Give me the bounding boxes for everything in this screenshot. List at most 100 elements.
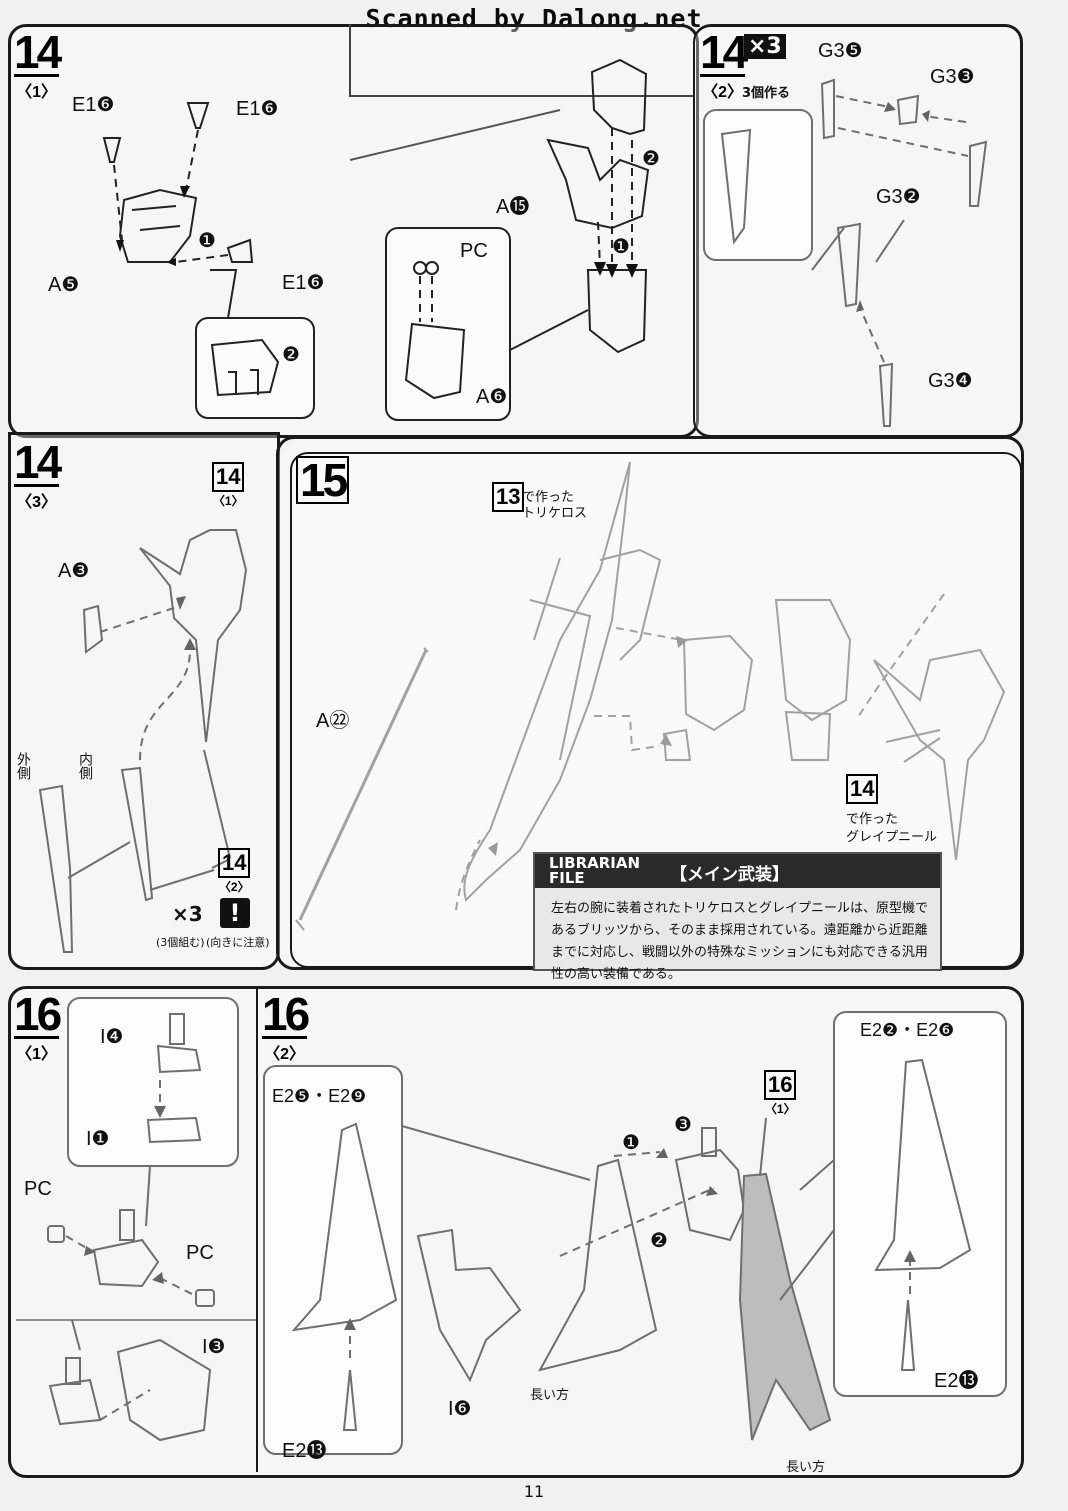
label-a5: A❺	[48, 274, 80, 296]
ref-sub: 〈2〉	[218, 880, 250, 894]
label-pcd: PC	[460, 240, 488, 262]
label-step-2-badge: ❷	[282, 344, 300, 366]
librarian-file-section: 【メイン武装】	[670, 865, 789, 885]
part-pcf-2	[195, 1289, 215, 1307]
panel-step-16	[8, 986, 1024, 1478]
part-i6	[416, 1228, 522, 1383]
step-sub: 〈1〉	[14, 1036, 60, 1064]
panel-step-14-3	[8, 432, 280, 970]
ref-step-13: 13	[492, 482, 525, 512]
label-e1-6-b: E1❻	[236, 98, 279, 120]
caption-orientation: (向きに注意)	[206, 936, 270, 949]
label-pcf-2: PC	[186, 1242, 214, 1264]
label-g3-2: G3❷	[876, 186, 921, 208]
part-a15-body	[546, 138, 650, 230]
label-a6: A❻	[476, 386, 508, 408]
caption-3-assemble: (3個組む)	[156, 936, 205, 949]
ref-step-14-2: 14 〈2〉	[218, 848, 251, 895]
step-15-header: 15	[296, 454, 350, 506]
times-3-caption: 3個作る	[742, 86, 791, 101]
part-forearm-right	[774, 599, 852, 722]
label-e2-13-b: E2⓭	[934, 1370, 979, 1392]
part-trikeros-barrel	[599, 548, 662, 661]
label-step-2-badge-c: ❷	[650, 1230, 668, 1252]
ref-14-text-1: で作った	[846, 812, 899, 827]
part-i3	[116, 1338, 212, 1442]
panel-step-14-2	[693, 24, 1023, 438]
label-step-1-badge-b: ❶	[612, 236, 630, 258]
watermark-text: Scanned by Dalong.net	[365, 4, 703, 33]
part-e2-blade-shaded	[738, 1172, 832, 1441]
ref-step-14-1: 14 〈1〉	[212, 462, 245, 509]
part-trikeros	[463, 461, 631, 902]
label-a15: A⓯	[496, 196, 530, 218]
part-i4	[156, 1044, 202, 1074]
label-e1-6-c: E1❻	[282, 272, 325, 294]
step-14-3-header: 14 〈3〉	[14, 436, 62, 512]
part-e1-cone-a	[102, 137, 122, 163]
part-a22-rod	[298, 649, 428, 921]
part-e2-13-a	[342, 1369, 358, 1431]
part-g3-5	[820, 78, 835, 140]
part-e2-blade-b	[538, 1158, 658, 1372]
label-g3-3: G3❸	[930, 66, 975, 88]
part-e2-13-b	[900, 1299, 916, 1371]
step-number: 14	[700, 26, 748, 78]
ref-14-text-2: グレイプニール	[846, 830, 938, 845]
label-e2-13-a: E2⓭	[282, 1440, 327, 1462]
part-e2-blade-a	[291, 1122, 398, 1332]
part-g3-assembled-2	[836, 222, 862, 308]
librarian-file-header: LIBRARIAN FILE 【メイン武装】	[535, 854, 940, 888]
label-e2-5-e2-9: E2❺・E2❾	[272, 1086, 367, 1106]
label-e2-2-e2-6: E2❷・E2❻	[860, 1020, 955, 1040]
label-outer-side: 外側	[16, 752, 32, 780]
ref-num: 16	[764, 1070, 797, 1100]
label-g3-4: G3❹	[928, 370, 973, 392]
part-a3	[82, 604, 104, 654]
page-number: 11	[523, 1482, 545, 1501]
label-a22: A㉒	[316, 710, 350, 732]
caution-icon: !	[220, 898, 250, 928]
label-i1: I❶	[86, 1128, 110, 1150]
part-inner	[120, 766, 154, 902]
arrow-e1c	[175, 254, 229, 263]
step-number: 15	[300, 454, 348, 506]
step-number: 16	[262, 988, 310, 1040]
librarian-file-box: LIBRARIAN FILE 【メイン武装】 左右の腕に装着されたトリケロスとグ…	[533, 852, 942, 982]
part-g3-3	[896, 94, 920, 126]
part-e2-blade-c	[874, 1058, 972, 1272]
part-a5-body	[118, 188, 198, 263]
step-sub: 〈2〉	[262, 1036, 308, 1064]
part-g3-assembled	[720, 128, 752, 245]
label-long-side-2: 長い方	[786, 1460, 826, 1475]
step-number: 16	[14, 988, 62, 1040]
part-g3-4	[878, 362, 894, 427]
ref-13-text-2: トリケロス	[522, 506, 588, 521]
times-3-label: ×3	[172, 902, 203, 926]
ref-step-16-1: 16 〈1〉	[764, 1070, 797, 1117]
divider	[256, 986, 258, 1472]
ref-sub: 〈1〉	[764, 1102, 796, 1116]
label-i3: I❸	[202, 1336, 226, 1358]
part-a6	[404, 322, 466, 400]
ref-num: 14	[218, 848, 251, 878]
label-e1-6-a: E1❻	[72, 94, 115, 116]
step-number: 14	[14, 436, 62, 488]
callout-line	[210, 269, 238, 319]
part-a15-top	[590, 58, 648, 136]
step-16-2-header: 16 〈2〉	[262, 988, 310, 1064]
step-number: 14	[14, 26, 62, 78]
ref-num: 14	[212, 462, 245, 492]
part-g3-2	[969, 140, 988, 207]
step-14-2-header: 14 〈2〉	[700, 26, 748, 102]
label-i6: I❻	[448, 1398, 472, 1420]
ref-step-14: 14	[846, 774, 879, 804]
arrow-e1b	[185, 129, 199, 191]
step-sub: 〈1〉	[14, 74, 60, 102]
part-i-assembled	[92, 1238, 160, 1288]
librarian-file-text: 左右の腕に装着されたトリケロスとグレイプニールは、原型機であるブリッツから、その…	[551, 901, 929, 982]
part-griffon-assembled	[139, 529, 248, 743]
label-a3: A❸	[58, 560, 90, 582]
part-a15-lower	[586, 269, 648, 354]
